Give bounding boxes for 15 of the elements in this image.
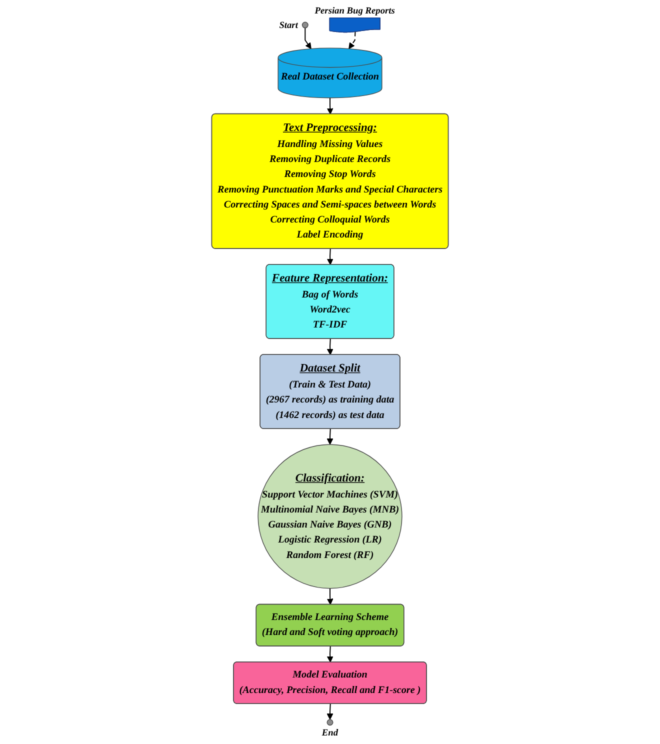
arrow (326, 248, 334, 265)
arrow (326, 428, 334, 445)
node-circle: Classification: Support Vector Machines (SVM) Multinomial Naive Bayes (MNB) Gaussian Naive Bayes (GNB) Logistic Regression (LR) Random Forest (RF) (258, 444, 402, 589)
arrow (326, 646, 334, 662)
arrow (304, 28, 312, 50)
node-circle (326, 719, 334, 726)
node-caption: Start (279, 20, 298, 31)
arrow (348, 32, 356, 50)
arrow (326, 338, 334, 356)
node-caption: End (322, 728, 338, 738)
arrow (326, 588, 334, 605)
node-caption: Persian Bug Reports (314, 6, 395, 16)
node-circle (302, 22, 308, 28)
arrow (326, 98, 334, 114)
arrow (326, 704, 334, 720)
